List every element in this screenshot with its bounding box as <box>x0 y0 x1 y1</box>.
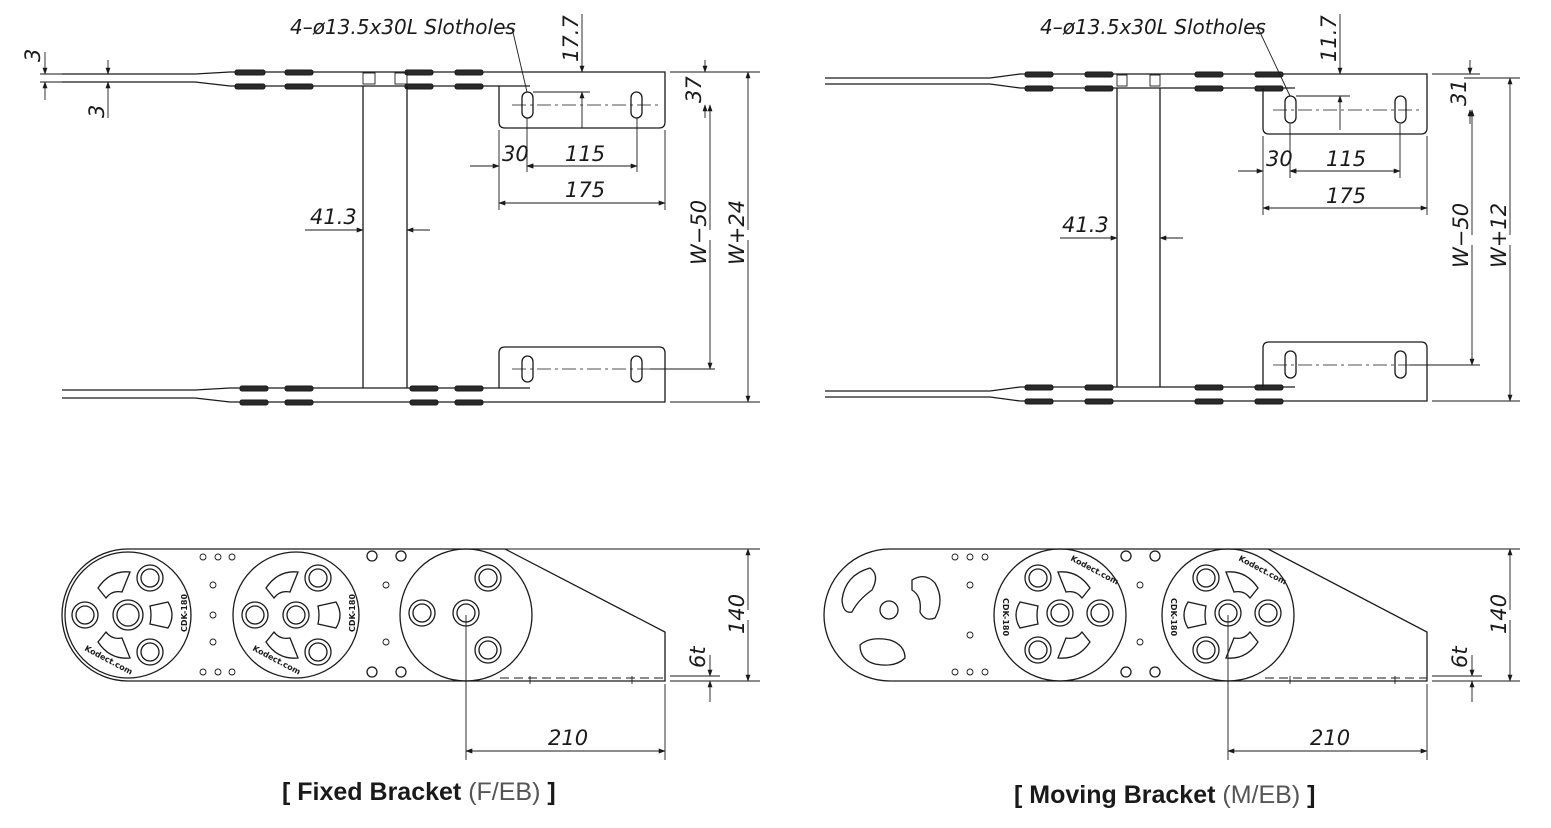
moving-top-rail-upper <box>825 71 1295 92</box>
fixed-dim-210-label: 210 <box>548 726 588 750</box>
fixed-dim-w50-label: W−50 <box>687 200 711 265</box>
fixed-dim-30-label: 30 <box>502 142 529 166</box>
fixed-side-dims <box>465 548 760 760</box>
fixed-crossbar <box>362 86 408 388</box>
moving-cutout-end <box>841 567 941 666</box>
fixed-dim-115-label: 115 <box>565 142 605 166</box>
moving-caption-title: Moving Bracket <box>1029 781 1216 809</box>
moving-wheel-mark-2: CDK-180 <box>1169 598 1178 636</box>
moving-bracket-plate-upper <box>1262 73 1428 135</box>
fixed-side-outline <box>61 548 666 682</box>
moving-wheel-1 <box>993 548 1127 682</box>
moving-bracket-top-view <box>825 14 1520 405</box>
fixed-wheel-mark-1: CDK-180 <box>180 594 189 632</box>
moving-side-dims <box>1227 548 1520 760</box>
fixed-bracket-top-view <box>40 14 760 406</box>
fixed-dim-thickness <box>40 52 111 118</box>
fixed-slot-leader <box>497 27 528 93</box>
fixed-dim-slot-spacing <box>470 118 638 210</box>
fixed-slot-note: 4–ø13.5x30L Slotholes <box>290 15 516 39</box>
moving-dim-6t-label: 6t <box>1448 646 1472 668</box>
fixed-dim-w24-label: W+24 <box>725 200 749 265</box>
moving-dim-115-label: 115 <box>1326 147 1366 171</box>
fixed-bracket-caption: [ Fixed Bracket (F/EB) ] <box>282 778 556 807</box>
fixed-wheel-mark-2: CDK-180 <box>348 594 357 632</box>
moving-dim-slot-offset <box>1296 14 1350 130</box>
moving-bracket-side-view <box>823 548 1520 760</box>
moving-dim-w50-label: W−50 <box>1449 203 1473 268</box>
moving-dim-175-label: 175 <box>1326 184 1366 208</box>
moving-dim-41-label: 41.3 <box>1062 213 1109 237</box>
moving-dim-slot-offset-label: 11.7 <box>1317 15 1341 62</box>
moving-slot-leader <box>1245 27 1291 97</box>
fixed-dim-thickness-top: 3 <box>21 49 45 62</box>
moving-top-rail-lower <box>825 384 1295 405</box>
fixed-dim-140-label: 140 <box>725 594 749 634</box>
fixed-dim-length <box>498 130 666 210</box>
moving-dim-slot-spacing <box>1238 124 1401 215</box>
fixed-bracket-plate-upper <box>498 71 666 129</box>
fixed-dim-175-label: 175 <box>565 178 605 202</box>
moving-side-outline <box>823 548 1428 682</box>
fixed-dim-edge-label: 37 <box>682 76 706 103</box>
fixed-dim-6t-label: 6t <box>686 646 710 668</box>
moving-dim-w12-label: W+12 <box>1487 203 1511 268</box>
fixed-top-rail-lower <box>62 385 530 406</box>
fixed-caption-code: (F/EB) <box>468 778 541 806</box>
moving-dim-30-label: 30 <box>1266 147 1293 171</box>
moving-bracket-plate-lower <box>1262 341 1428 402</box>
fixed-dim-slot-offset-label: 17.7 <box>559 15 583 62</box>
fixed-wheel-2 <box>232 551 360 679</box>
moving-crossbar <box>1116 88 1161 387</box>
fixed-dim-thickness-bottom: 3 <box>85 105 109 118</box>
fixed-top-rail-upper <box>62 69 530 90</box>
moving-caption-code: (M/EB) <box>1222 781 1301 809</box>
fixed-small-holes <box>199 550 407 678</box>
moving-slot-note: 4–ø13.5x30L Slotholes <box>1040 15 1266 39</box>
moving-caption-close: ] <box>1307 781 1316 809</box>
fixed-dim-slot-offset <box>533 14 590 128</box>
fixed-caption-close: ] <box>547 778 556 806</box>
fixed-bracket-side-view <box>61 548 760 760</box>
moving-dim-edge-label: 31 <box>1447 79 1471 106</box>
moving-dim-210-label: 210 <box>1310 726 1350 750</box>
fixed-wheel-1 <box>64 551 192 679</box>
fixed-dim-width <box>650 71 760 403</box>
moving-dim-140-label: 140 <box>1487 594 1511 634</box>
moving-bracket-caption: [ Moving Bracket (M/EB) ] <box>1014 781 1315 810</box>
fixed-bracket-plate-lower <box>498 346 666 403</box>
fixed-dim-41-label: 41.3 <box>310 205 357 229</box>
fixed-caption-open: [ <box>282 778 291 806</box>
moving-wheel-mark-1: CDK-180 <box>1001 598 1010 636</box>
moving-dim-length <box>1262 136 1428 215</box>
moving-small-holes <box>951 550 1161 678</box>
fixed-caption-title: Fixed Bracket <box>297 778 462 806</box>
moving-caption-open: [ <box>1014 781 1023 809</box>
moving-dim-width <box>1410 77 1520 402</box>
